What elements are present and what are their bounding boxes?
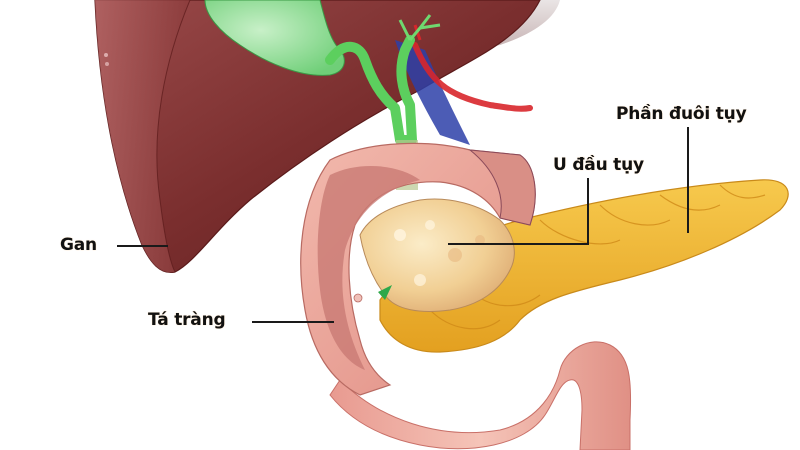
label-pancreas-tail: Phần đuôi tụy xyxy=(616,104,747,124)
leader-line-tumor-vertical xyxy=(587,178,589,244)
label-duodenum: Tá tràng xyxy=(148,310,226,330)
tumor xyxy=(359,198,515,312)
gallbladder xyxy=(204,0,441,190)
label-pancreatic-head-tumor: U đầu tụy xyxy=(553,155,644,175)
leader-line-pancreas-tail xyxy=(687,127,689,233)
leader-line-tumor-horizontal xyxy=(448,243,589,245)
jejunum xyxy=(329,341,632,450)
leader-line-liver xyxy=(117,245,168,247)
leader-line-duodenum xyxy=(252,321,334,323)
label-liver: Gan xyxy=(60,235,97,255)
duodenum xyxy=(300,142,536,396)
